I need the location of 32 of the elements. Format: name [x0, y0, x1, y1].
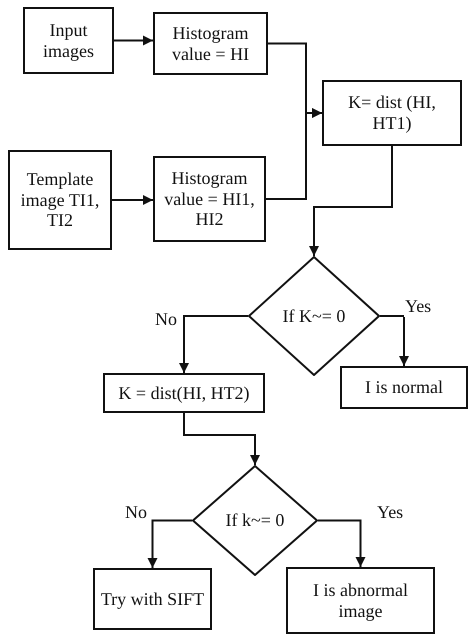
arrow: [318, 520, 366, 567]
arrow: [380, 315, 409, 366]
process-box: [153, 156, 266, 242]
node-text: Input images: [42, 20, 95, 62]
node-text: Try with SIFT: [100, 588, 206, 610]
node-text: K = dist(HI, HT2): [117, 382, 251, 404]
decision-diamond: [248, 256, 380, 376]
node-text: Histogram value = HI1, HI2: [163, 168, 256, 230]
process-box: [286, 567, 435, 634]
process-box: [322, 80, 462, 146]
node-text: I is abnormal image: [312, 580, 409, 622]
node-text: If K~= 0: [282, 306, 346, 326]
arrow: [179, 315, 248, 373]
node-text: If k~= 0: [224, 510, 286, 531]
node-text: Histogram value = HI: [170, 22, 250, 64]
process-box: [8, 150, 112, 250]
edge-label: Yes: [404, 297, 432, 317]
arrow: [183, 413, 260, 465]
arrow: [309, 146, 393, 256]
arrow: [266, 108, 322, 200]
process-box: [23, 7, 114, 74]
decision-diamond: [192, 465, 318, 576]
arrow: [112, 195, 153, 205]
process-box: [93, 568, 212, 630]
arrow: [148, 520, 192, 568]
node-text: I is normal: [364, 377, 444, 398]
node-text: Template image TI1, TI2: [20, 168, 100, 232]
process-box: [103, 373, 265, 413]
node-text: K= dist (HI, HT1): [347, 92, 437, 134]
arrow: [114, 36, 153, 46]
process-box: [153, 12, 268, 75]
process-box: [340, 366, 468, 409]
